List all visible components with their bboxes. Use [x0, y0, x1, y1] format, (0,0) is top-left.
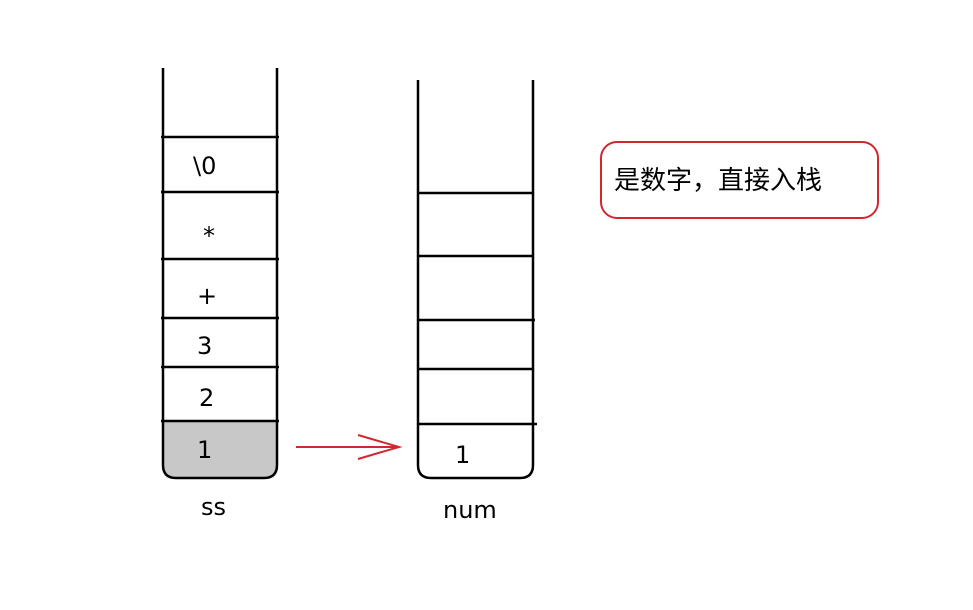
ss-cell-6: \0 — [193, 152, 216, 180]
ss-cell-2: 2 — [199, 384, 214, 412]
num-cell-1: 1 — [455, 441, 470, 469]
ss-outline — [161, 68, 279, 480]
arrow-head — [357, 434, 403, 460]
note-box — [600, 141, 879, 219]
ss-highlight-cell — [163, 421, 277, 478]
num-stack: 1 num — [416, 80, 537, 524]
ss-cell-5: * — [203, 222, 215, 250]
ss-cell-1: 1 — [197, 436, 212, 464]
note-text: 是数字，直接入栈 — [614, 166, 822, 196]
ss-cell-4: + — [197, 282, 217, 310]
note-callout: 是数字，直接入栈 — [600, 141, 879, 219]
ss-stack: 1 2 3 + * \0 ss — [161, 68, 279, 521]
num-stack-label: num — [443, 496, 497, 524]
num-outline — [416, 80, 535, 480]
ss-cell-3: 3 — [197, 332, 212, 360]
ss-stack-label: ss — [201, 493, 226, 521]
push-arrow — [296, 434, 403, 460]
